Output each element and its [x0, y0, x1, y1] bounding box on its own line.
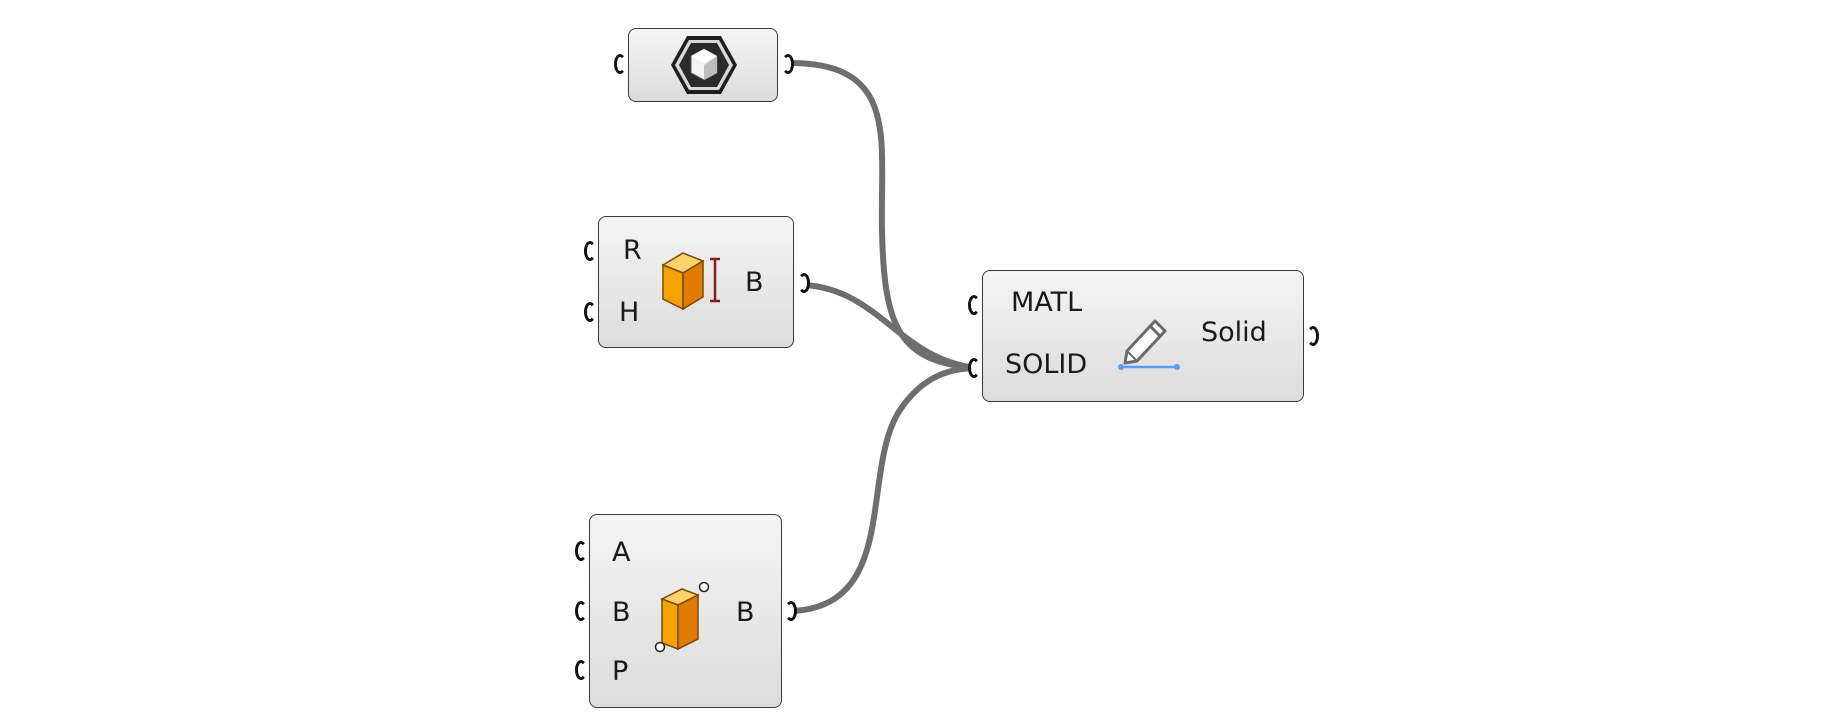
solid-writer-input-grip-matl[interactable] — [968, 295, 980, 315]
input-label-p: P — [612, 656, 629, 687]
solid-writer-component[interactable]: MATL SOLID Solid — [982, 270, 1304, 402]
input-label-h: H — [619, 297, 640, 328]
box-output-grip[interactable] — [785, 601, 797, 621]
pencil-icon — [1118, 319, 1180, 370]
wire-box-to-solid[interactable] — [790, 365, 980, 614]
hexagon-box-icon — [671, 36, 737, 94]
material-output-grip[interactable] — [782, 54, 794, 74]
cylinder-input-grip-r[interactable] — [584, 241, 596, 261]
input-label-b: B — [612, 597, 631, 628]
input-label-r: R — [623, 235, 642, 266]
input-label-solid: SOLID — [1005, 349, 1088, 380]
box-input-grip-a[interactable] — [575, 541, 587, 561]
solid-writer-input-grip-solid[interactable] — [968, 358, 980, 378]
cylinder-box-icon — [661, 252, 720, 311]
material-param-component[interactable] — [628, 28, 778, 102]
box-input-grip-b[interactable] — [575, 601, 587, 621]
box-input-grip-p[interactable] — [575, 660, 587, 680]
solid-writer-output-grip[interactable] — [1307, 326, 1319, 346]
cylinder-component[interactable]: R H B — [598, 216, 794, 348]
material-input-grip[interactable] — [614, 54, 626, 74]
wire-cylinder-to-solid[interactable] — [802, 282, 980, 371]
output-label-b: B — [745, 267, 764, 298]
input-label-matl: MATL — [1011, 287, 1083, 318]
input-label-a: A — [612, 537, 631, 568]
cylinder-input-grip-h[interactable] — [584, 302, 596, 322]
box-two-points-icon — [654, 581, 710, 653]
output-label-solid: Solid — [1201, 317, 1267, 348]
box-two-points-component[interactable]: A B P B — [589, 514, 782, 708]
output-label-b: B — [736, 597, 755, 628]
cylinder-output-grip[interactable] — [798, 273, 810, 293]
wire-material-to-solid[interactable] — [787, 60, 980, 371]
